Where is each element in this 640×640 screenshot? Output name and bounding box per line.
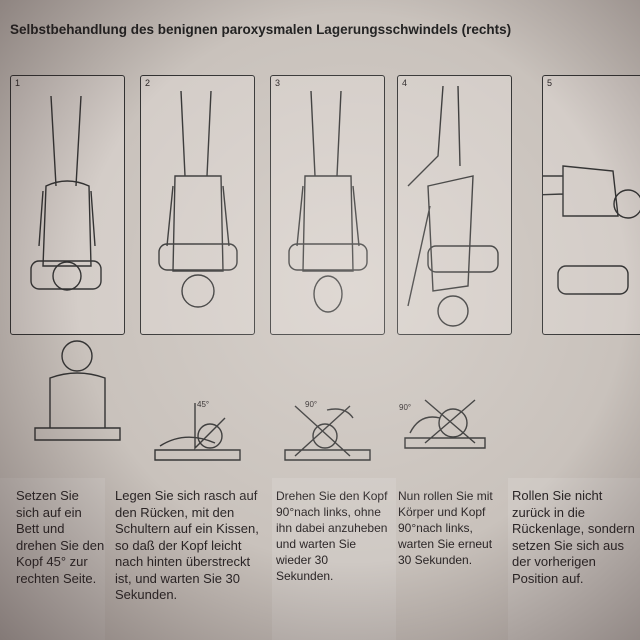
figure-lying-back <box>158 90 238 308</box>
step-5-instructions: Rollen Sie nicht zurück in die Rückenlag… <box>508 478 640 640</box>
step-2-panel: 2 <box>140 75 255 335</box>
step-3-side-view: 90° <box>275 338 375 466</box>
step-1-panel: 1 <box>10 75 125 335</box>
step-number: 1 <box>15 78 21 88</box>
figure-sitting-top-view <box>30 95 102 291</box>
figure-sitting-side <box>34 340 121 441</box>
step-4-side-view: 90° <box>395 338 495 466</box>
step-1-side-view <box>25 338 125 466</box>
angle-label: 90° <box>305 400 318 409</box>
step-5-panel: 5 <box>542 75 640 335</box>
figure-sitting-up-side <box>543 165 640 295</box>
step-number: 4 <box>402 78 408 88</box>
step-2-instructions: Legen Sie sich rasch auf den Rücken, mit… <box>115 488 259 602</box>
angle-label: 45° <box>197 400 210 409</box>
angle-label: 90° <box>399 403 412 412</box>
step-4-instructions: Nun rollen Sie mit Körper und Kopf 90°na… <box>398 489 493 567</box>
step-2-side-view: 45° <box>145 338 245 466</box>
step-1-instructions: Setzen Sie sich auf ein Bett und drehen … <box>0 478 105 640</box>
step-number: 2 <box>145 78 151 88</box>
document-title: Selbstbehandlung des benignen paroxysmal… <box>10 22 512 37</box>
step-3-instructions: Drehen Sie den Kopf 90°nach links, ohne … <box>272 478 396 640</box>
step-number: 3 <box>275 78 281 88</box>
step-number: 5 <box>547 78 553 88</box>
step-4-panel: 4 <box>397 75 512 335</box>
step-3-panel: 3 <box>270 75 385 335</box>
figure-lying-on-side <box>407 85 499 327</box>
figure-head-turned-left <box>288 90 368 313</box>
